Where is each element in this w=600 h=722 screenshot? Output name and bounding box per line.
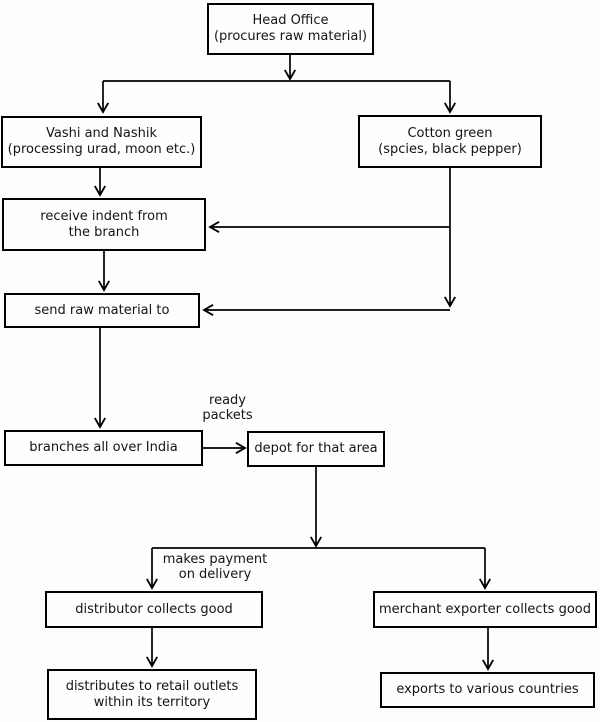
node-label: distributes to retail outlets: [65, 678, 239, 694]
node-label: (processing urad, moon etc.): [7, 142, 196, 157]
edge-label-line: on delivery: [178, 567, 252, 582]
node-label: receive indent from: [40, 208, 168, 224]
node-label: Vashi and Nashik: [45, 126, 158, 141]
node-label: Head Office: [252, 13, 329, 28]
node-label: within its territory: [93, 694, 211, 710]
node-exports-to-various-countries: exports to various countries: [380, 672, 595, 708]
node-label: distributor collects good: [75, 601, 233, 617]
node-label: merchant exporter collects good: [378, 601, 591, 617]
node-label: exports to various countries: [396, 682, 579, 697]
node-distributes-to-retail-outlets: distributes to retail outlets within its…: [47, 669, 257, 720]
node-label: the branch: [68, 224, 140, 240]
edge-label-line: packets: [202, 408, 253, 423]
node-label: (procures raw material): [213, 29, 368, 44]
node-send-raw-material: send raw material to: [4, 293, 200, 328]
edge-label-line: ready: [209, 393, 246, 408]
node-distributor-collects-good: distributor collects good: [45, 591, 263, 628]
node-head-office: Head Office (procures raw material): [207, 3, 374, 55]
node-label: branches all over India: [29, 440, 178, 455]
node-label: send raw material to: [34, 302, 170, 318]
edge-label-ready-packets: ready packets: [185, 393, 270, 423]
node-label: (spcies, black pepper): [378, 141, 522, 157]
node-merchant-exporter-collects-good: merchant exporter collects good: [373, 591, 597, 628]
node-label: depot for that area: [254, 441, 378, 456]
node-receive-indent: receive indent from the branch: [2, 198, 206, 251]
edge-label-line: makes payment: [162, 552, 268, 567]
node-branches-all-over-india: branches all over India: [4, 430, 203, 466]
node-label: Cotton green: [407, 125, 493, 141]
node-vashi-and-nashik: Vashi and Nashik (processing urad, moon …: [1, 116, 202, 168]
edge-label-makes-payment-on-delivery: makes payment on delivery: [152, 552, 278, 582]
node-cotton-green: Cotton green (spcies, black pepper): [358, 115, 542, 168]
node-depot-for-that-area: depot for that area: [247, 431, 385, 467]
